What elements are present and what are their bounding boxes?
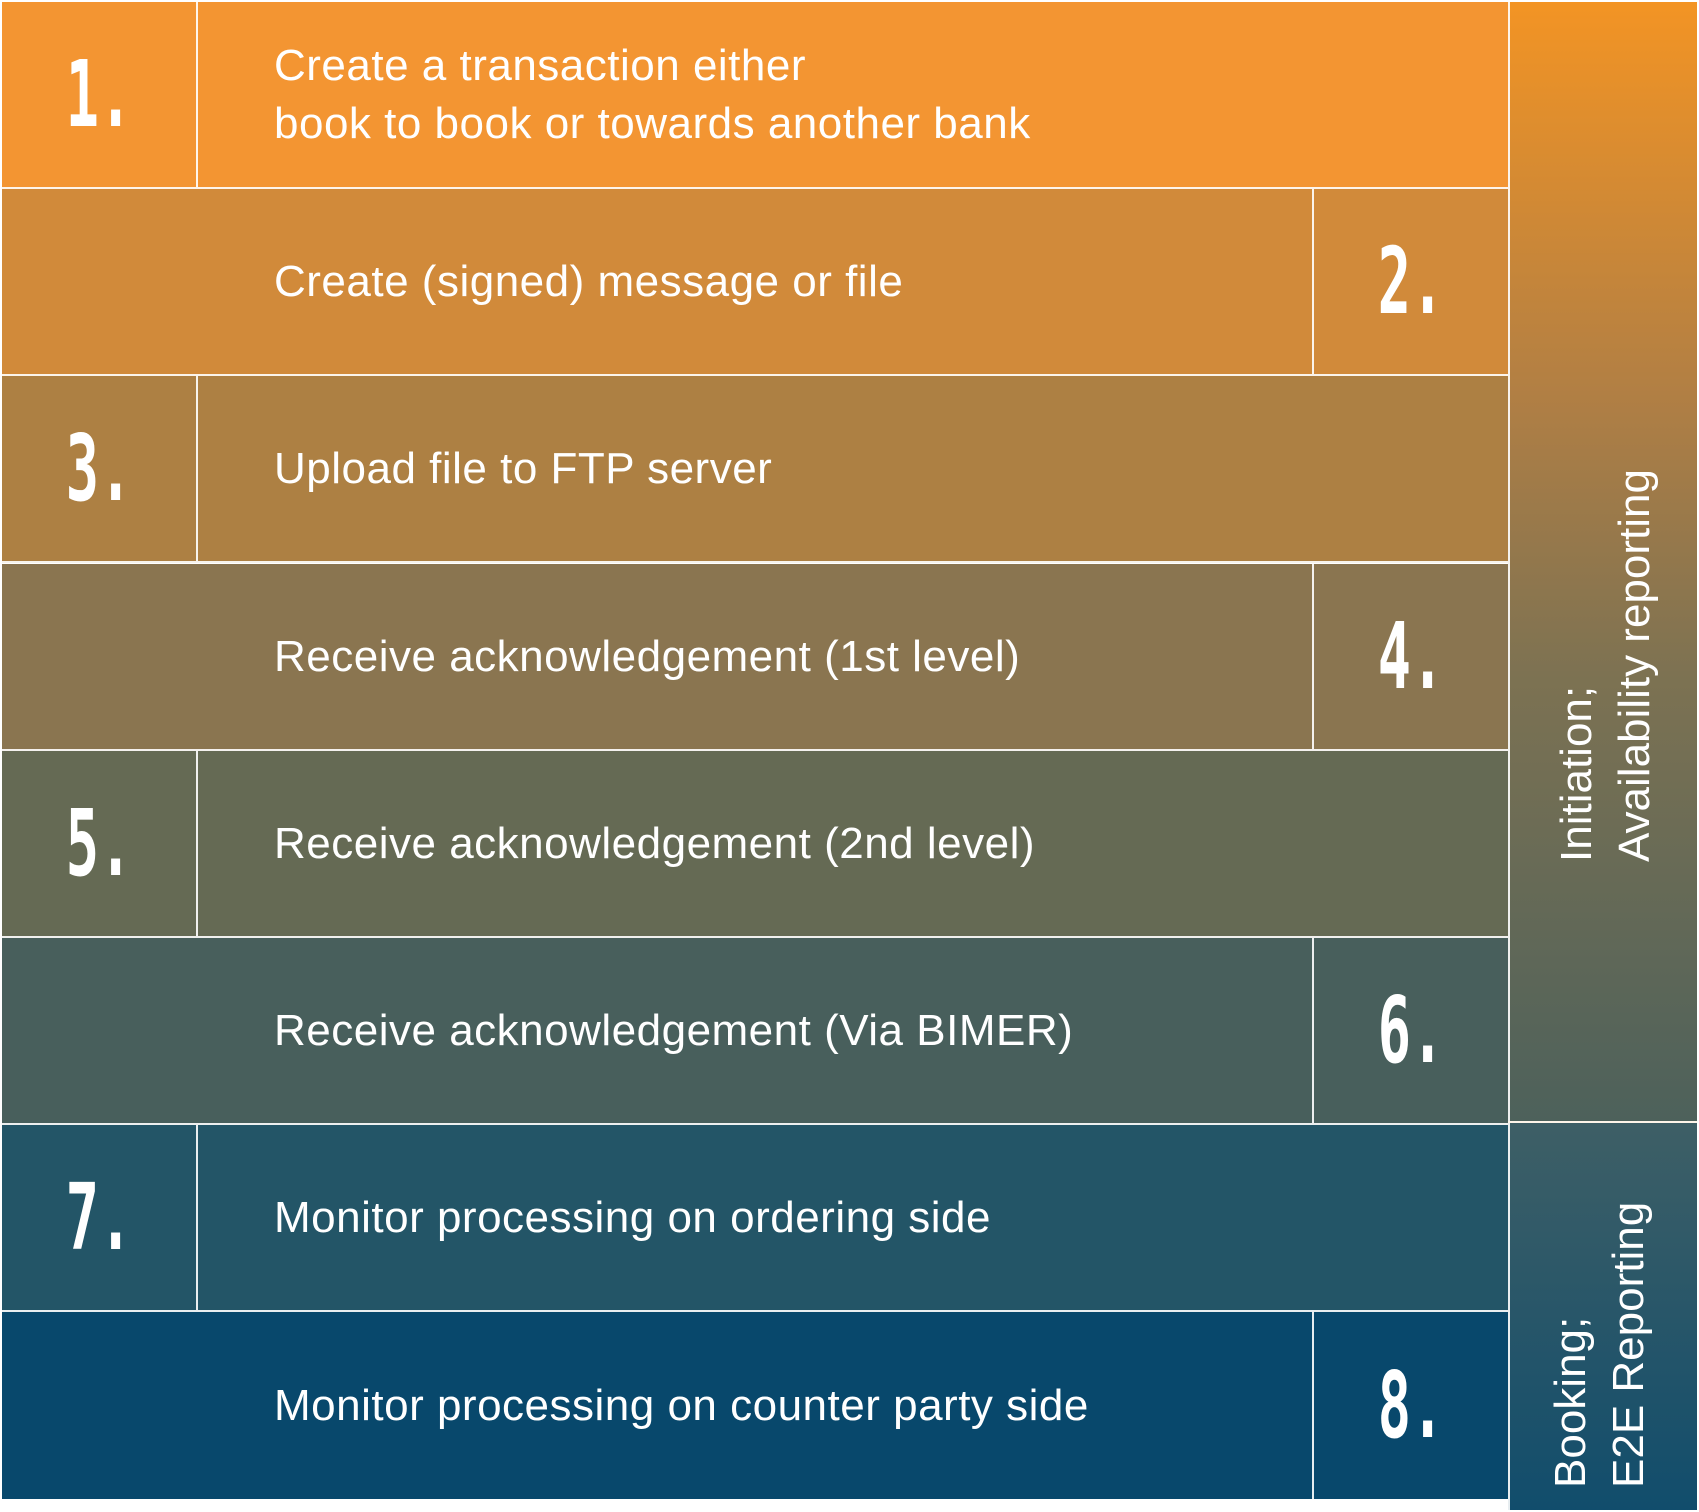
step-number-2: 2. bbox=[1377, 228, 1445, 335]
step-text-1: Create a transaction either book to book… bbox=[274, 40, 1031, 148]
step-text-5: Receive acknowledgement (2nd level) bbox=[274, 818, 1036, 868]
step-row-7: 7. Monitor processing on ordering side bbox=[2, 1125, 1508, 1312]
step-number-cell-4: 4. bbox=[1312, 564, 1508, 749]
step-row-5: 5. Receive acknowledgement (2nd level) bbox=[2, 751, 1508, 938]
phase-booking-line2: E2E Reporting bbox=[1604, 1201, 1653, 1488]
step-number-cell-1: 1. bbox=[2, 2, 198, 187]
step-number-5: 5. bbox=[65, 790, 133, 897]
step-text-4: Receive acknowledgement (1st level) bbox=[274, 631, 1021, 681]
step-row-6: Receive acknowledgement (Via BIMER) 6. bbox=[2, 938, 1508, 1125]
phase-initiation-label: Initiation; Availability reporting bbox=[1548, 469, 1664, 862]
step-number-cell-8: 8. bbox=[1312, 1312, 1508, 1499]
step-row-3: 3. Upload file to FTP server bbox=[2, 376, 1508, 563]
step-text-8: Monitor processing on counter party side bbox=[274, 1380, 1089, 1430]
step-text-2: Create (signed) message or file bbox=[274, 256, 904, 306]
step-text-6: Receive acknowledgement (Via BIMER) bbox=[274, 1005, 1074, 1055]
step-row-1: 1. Create a transaction either book to b… bbox=[2, 2, 1508, 189]
step-text-7: Monitor processing on ordering side bbox=[274, 1192, 991, 1242]
step-number-cell-2: 2. bbox=[1312, 189, 1508, 374]
phase-initiation-line2: Availability reporting bbox=[1610, 469, 1659, 862]
step-row-2: Create (signed) message or file 2. bbox=[2, 189, 1508, 376]
step-number-cell-3: 3. bbox=[2, 376, 198, 561]
step-number-cell-5: 5. bbox=[2, 751, 198, 936]
phase-booking-line1: Booking; bbox=[1546, 1316, 1595, 1488]
step-number-6: 6. bbox=[1377, 977, 1445, 1084]
step-number-3: 3. bbox=[65, 415, 133, 522]
phase-booking: Booking; E2E Reporting bbox=[1508, 1123, 1697, 1510]
phase-initiation-line1: Initiation; bbox=[1552, 685, 1601, 862]
steps-list: 1. Create a transaction either book to b… bbox=[2, 2, 1508, 1510]
step-row-4: Receive acknowledgement (1st level) 4. bbox=[2, 564, 1508, 751]
step-number-1: 1. bbox=[65, 41, 133, 148]
step-number-4: 4. bbox=[1377, 603, 1445, 710]
phase-initiation: Initiation; Availability reporting bbox=[1508, 2, 1697, 1123]
step-text-3: Upload file to FTP server bbox=[274, 443, 773, 493]
step-number-cell-6: 6. bbox=[1312, 938, 1508, 1123]
phase-booking-label: Booking; E2E Reporting bbox=[1542, 1202, 1658, 1488]
step-number-7: 7. bbox=[65, 1164, 133, 1271]
step-number-8: 8. bbox=[1377, 1352, 1445, 1459]
step-number-cell-7: 7. bbox=[2, 1125, 198, 1310]
step-row-8: Monitor processing on counter party side… bbox=[2, 1312, 1508, 1499]
